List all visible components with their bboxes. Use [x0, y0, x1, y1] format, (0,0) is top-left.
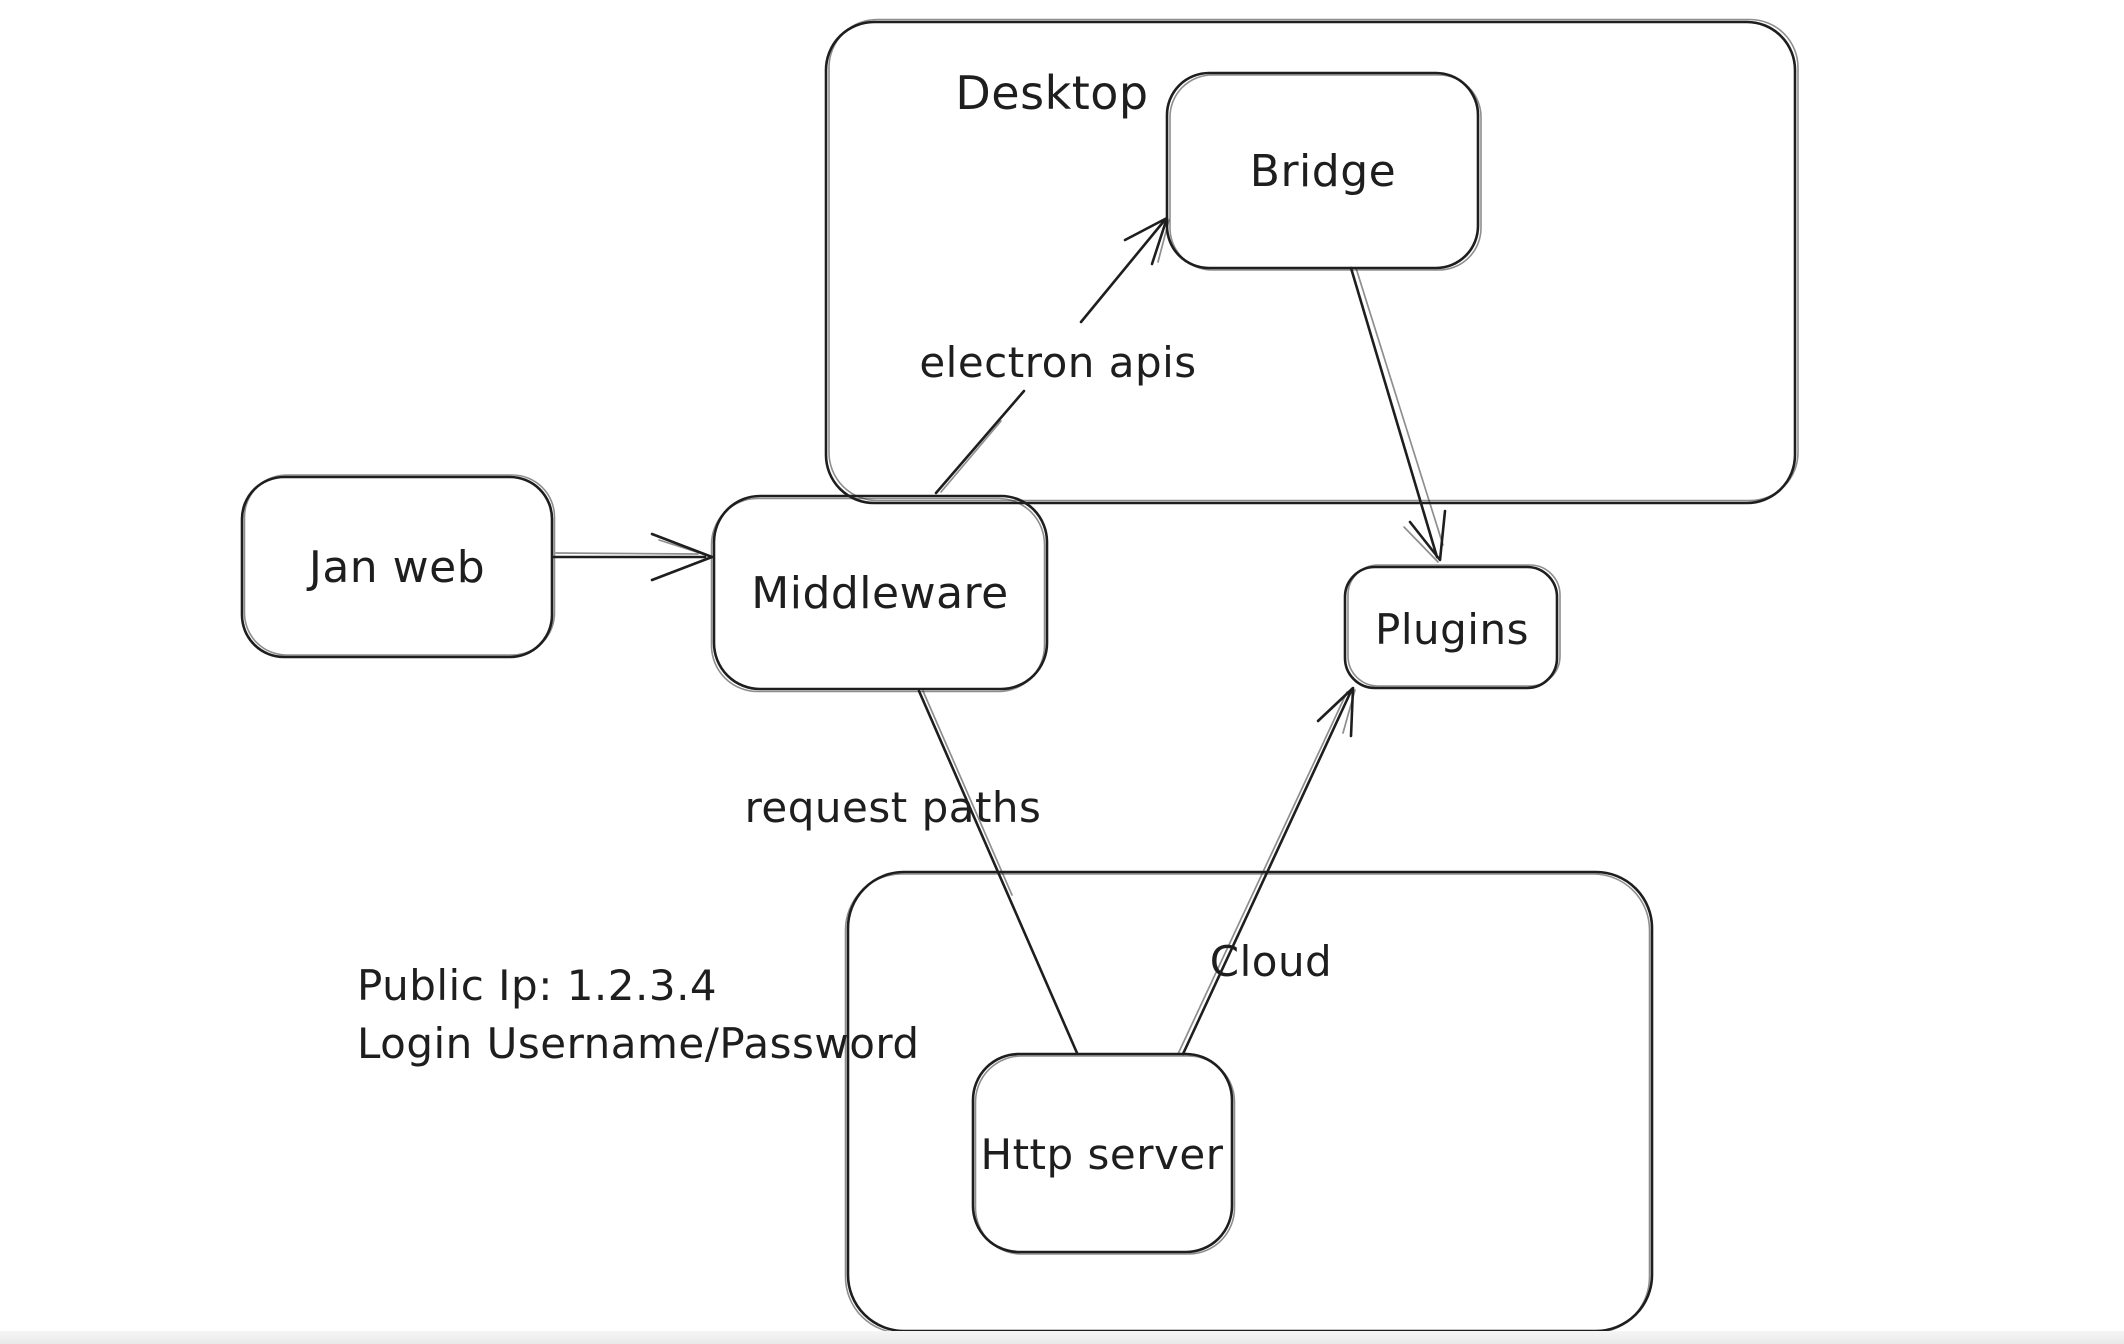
node-http-server[interactable]: Http server [971, 1052, 1236, 1255]
edge-bridge-to-plugins-line-sketch [1355, 267, 1444, 546]
edge-middleware-to-bridge-line-sketch [940, 420, 1002, 493]
node-bridge[interactable]: Bridge [1165, 71, 1482, 271]
bridge-box[interactable] [1165, 71, 1480, 270]
plugins-box-sketch [1347, 564, 1561, 687]
bridge-box-sketch [1169, 74, 1482, 271]
middleware-label: Middleware [751, 568, 1008, 619]
jan-web-label: Jan web [306, 542, 485, 593]
node-middleware[interactable]: Middleware [710, 494, 1049, 693]
edge-http-server-to-plugins-arrowhead [1316, 686, 1355, 738]
electron-apis-edge-label[interactable]: electron apis [919, 338, 1196, 387]
desktop-container-box-sketch [828, 18, 1799, 502]
edge-middleware-to-bridge-arrowhead [1123, 216, 1169, 266]
edge-http-server-to-plugins[interactable] [1177, 686, 1356, 1056]
public-ip-text[interactable]: Public Ip: 1.2.3.4 [357, 961, 717, 1010]
edge-bridge-to-plugins-arrowhead-sketch [1403, 526, 1439, 563]
edge-jan-web-to-middleware-line-sketch [555, 552, 699, 555]
edge-middleware-to-bridge-line-upper[interactable] [1079, 219, 1166, 324]
desktop-label: Desktop [955, 66, 1148, 120]
node-plugins[interactable]: Plugins [1343, 564, 1561, 690]
edge-middleware-to-bridge-arrowhead-sketch [1157, 219, 1170, 263]
edge-middleware-to-http-server-line[interactable] [917, 689, 1079, 1055]
desktop-container[interactable]: Desktop [824, 18, 1799, 505]
middleware-box-sketch [710, 497, 1046, 693]
cloud-container[interactable]: Cloud [844, 870, 1654, 1334]
plugins-box[interactable] [1343, 565, 1559, 690]
jan-web-box-sketch [243, 474, 556, 656]
edge-jan-web-to-middleware-arrowhead [650, 532, 714, 582]
desktop-container-box[interactable] [824, 20, 1797, 505]
edge-http-server-to-plugins-line-sketch [1177, 691, 1348, 1055]
edge-middleware-to-bridge[interactable]: electron apis [919, 216, 1196, 495]
edge-middleware-to-http-server-line-sketch [922, 690, 1013, 896]
edge-bridge-to-plugins[interactable] [1349, 266, 1447, 563]
edge-middleware-to-bridge-line-lower[interactable] [934, 389, 1026, 495]
edge-http-server-to-plugins-line[interactable] [1181, 687, 1354, 1056]
edge-jan-web-to-middleware-arrowhead-sketch [658, 539, 710, 557]
bottom-gutter [0, 1331, 2124, 1344]
http-server-label: Http server [981, 1130, 1224, 1179]
credentials-annotation[interactable]: Public Ip: 1.2.3.4 Login Username/Passwo… [357, 961, 920, 1068]
node-jan-web[interactable]: Jan web [240, 474, 556, 659]
cloud-label: Cloud [1210, 937, 1332, 986]
plugins-label: Plugins [1375, 605, 1529, 654]
edge-jan-web-to-middleware[interactable] [552, 532, 714, 582]
login-text[interactable]: Login Username/Password [357, 1019, 920, 1068]
http-server-box-sketch [974, 1055, 1236, 1255]
http-server-box[interactable] [971, 1052, 1234, 1254]
middleware-box[interactable] [712, 494, 1049, 691]
edge-bridge-to-plugins-line[interactable] [1349, 266, 1439, 559]
edge-middleware-to-http-server[interactable]: request paths [745, 689, 1079, 1055]
jan-web-box[interactable] [240, 475, 554, 659]
edge-http-server-to-plugins-arrowhead-sketch [1342, 689, 1356, 734]
bridge-label: Bridge [1250, 146, 1396, 197]
edge-bridge-to-plugins-arrowhead [1408, 509, 1447, 562]
request-paths-edge-label[interactable]: request paths [745, 783, 1042, 832]
